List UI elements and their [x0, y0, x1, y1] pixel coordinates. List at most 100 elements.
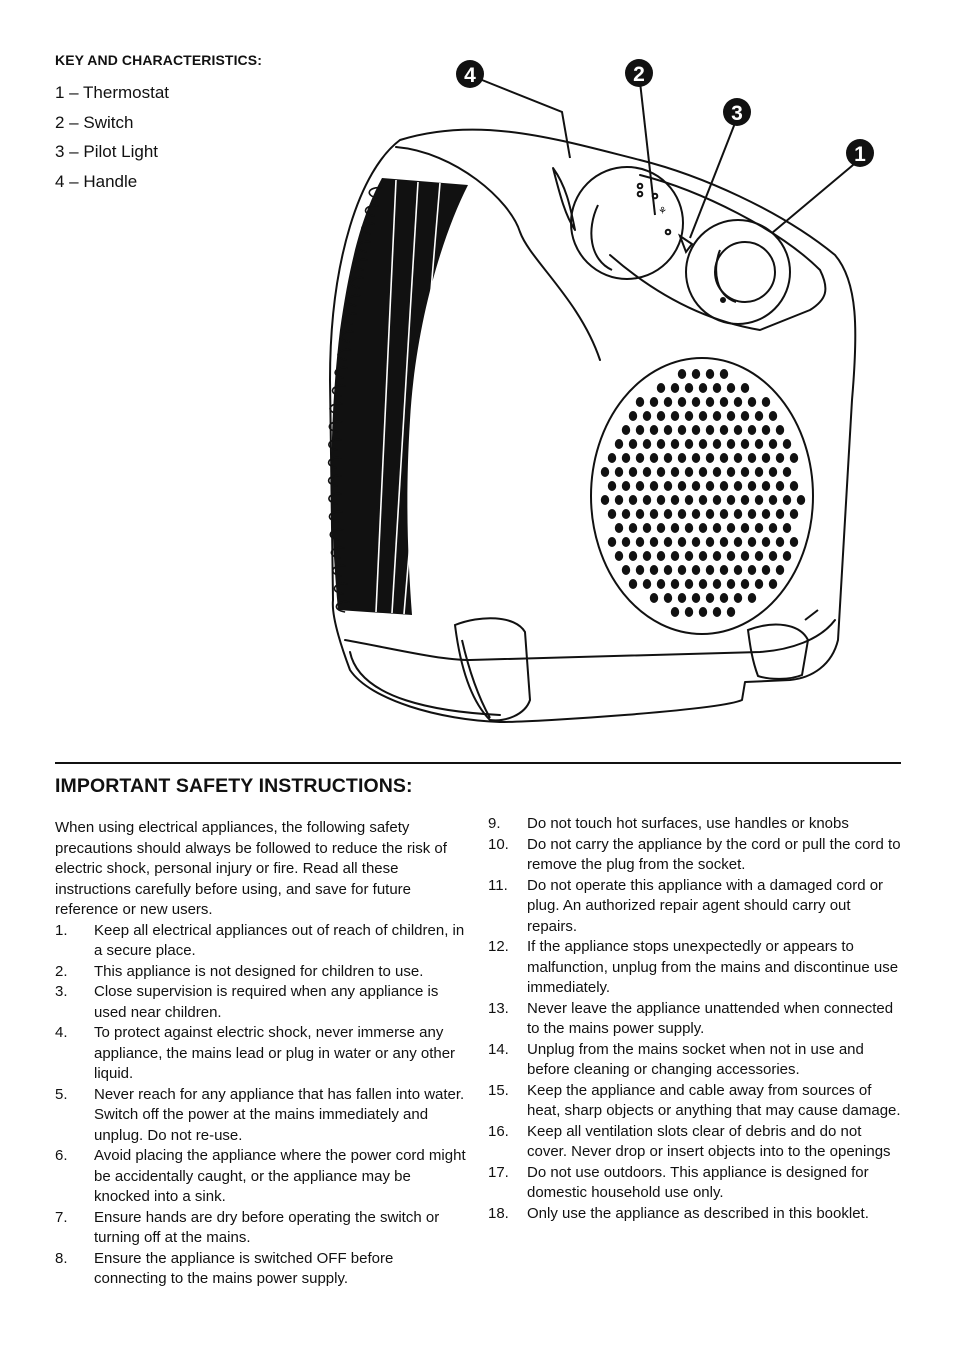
vent-dot — [635, 481, 645, 491]
vent-dot — [663, 593, 673, 603]
vent-dot — [691, 369, 701, 379]
vent-dot — [726, 607, 736, 617]
grille-fin — [357, 240, 371, 253]
vent-dot — [684, 383, 694, 393]
vent-dot — [656, 383, 666, 393]
grille-fin — [328, 492, 342, 505]
vent-dot — [698, 523, 708, 533]
heater-drawing: ⚘ 4 2 — [327, 59, 874, 723]
grille-fin — [332, 564, 346, 577]
grille-fin — [334, 366, 348, 379]
vent-dot — [740, 495, 750, 505]
vent-dot — [670, 439, 680, 449]
vent-dot — [789, 509, 799, 519]
safety-item-text: Do not operate this appliance with a dam… — [527, 876, 884, 935]
vent-dot — [670, 523, 680, 533]
heater-feet — [453, 609, 819, 722]
safety-item-number: 11. — [488, 876, 508, 894]
front-vent-grid — [590, 357, 814, 635]
vent-dot — [642, 411, 652, 421]
vent-dot — [635, 537, 645, 547]
safety-item: 4.To protect against electric shock, nev… — [55, 1023, 467, 1085]
vent-dot — [733, 509, 743, 519]
pilot-light — [677, 233, 694, 255]
vent-dot — [719, 425, 729, 435]
section-divider — [55, 762, 901, 764]
grille-fin — [346, 294, 361, 307]
vent-dot — [747, 453, 757, 463]
vent-dot — [719, 481, 729, 491]
callout-leaders — [481, 79, 860, 239]
callout-3: 3 — [723, 98, 751, 126]
vent-dot — [705, 537, 715, 547]
grille-fin — [329, 528, 344, 541]
safety-item-text: Never reach for any appliance that has f… — [94, 1085, 465, 1144]
safety-item: 7.Ensure hands are dry before operating … — [55, 1208, 467, 1249]
vent-dot — [649, 397, 659, 407]
grille-fin — [328, 510, 343, 523]
control-ridge — [609, 174, 827, 331]
vent-dot — [656, 551, 666, 561]
svg-text:⚘: ⚘ — [658, 206, 667, 217]
safety-item-number: 6. — [55, 1147, 68, 1164]
vent-dot — [726, 495, 736, 505]
safety-item-number: 7. — [55, 1208, 68, 1226]
vent-dot — [649, 509, 659, 519]
safety-item-number: 10. — [488, 835, 509, 853]
vent-dot — [614, 523, 624, 533]
vent-dot — [726, 411, 736, 421]
vent-dot — [642, 439, 652, 449]
safety-item-text: If the appliance stops unexpectedly or a… — [527, 938, 899, 996]
grille-fin — [335, 600, 350, 613]
vent-dot — [705, 425, 715, 435]
heater-top-inner — [395, 146, 601, 361]
vent-dot — [656, 439, 666, 449]
vent-dot — [775, 425, 785, 435]
safety-item-text: Keep all electrical appliances out of re… — [94, 921, 465, 960]
vent-dot — [719, 537, 729, 547]
vent-dot — [691, 453, 701, 463]
vent-dot — [782, 523, 792, 533]
safety-item-text: Close supervision is required when any a… — [94, 983, 439, 1021]
vent-dot — [656, 495, 666, 505]
grille-fin — [364, 204, 379, 217]
vent-dot — [670, 411, 680, 421]
safety-item: 3.Close supervision is required when any… — [55, 982, 467, 1023]
safety-item: 17. Do not use outdoors. This appliance i… — [488, 1163, 903, 1204]
grille-fin — [328, 438, 342, 451]
vent-dot — [719, 593, 729, 603]
safety-item: 15.Keep the appliance and cable away fro… — [488, 1081, 903, 1122]
vent-dot — [747, 509, 757, 519]
vent-dot — [719, 453, 729, 463]
key-item-thermostat: 1 – Thermostat — [55, 83, 170, 102]
vent-dot — [684, 495, 694, 505]
vent-dot — [628, 579, 638, 589]
vent-dot — [747, 425, 757, 435]
grille-fin — [343, 312, 358, 325]
vent-dot — [782, 467, 792, 477]
vent-dot — [733, 425, 743, 435]
vent-dot — [768, 439, 778, 449]
vent-dot — [761, 565, 771, 575]
vent-dot — [607, 537, 617, 547]
vent-dot — [733, 593, 743, 603]
vent-dot — [663, 425, 673, 435]
vent-dot — [789, 537, 799, 547]
grille-fin — [330, 546, 345, 559]
vent-dot — [691, 593, 701, 603]
vent-dot — [782, 551, 792, 561]
safety-item-number: 14. — [488, 1040, 509, 1058]
safety-item-text: Do not use outdoors. This appliance is d… — [527, 1163, 869, 1202]
vent-dot — [684, 439, 694, 449]
heater-illustration: ⚘ 4 2 — [300, 55, 920, 735]
vent-dot — [656, 523, 666, 533]
vent-dot — [684, 607, 694, 617]
safety-item: 2.This appliance is not designed for chi… — [55, 962, 467, 983]
vent-dot — [733, 453, 743, 463]
vent-dot — [726, 579, 736, 589]
safety-item-number: 17. — [488, 1163, 509, 1181]
vent-dot — [635, 453, 645, 463]
vent-dot — [677, 369, 687, 379]
safety-intro: When using electrical appliances, the fo… — [55, 819, 447, 918]
vent-dot — [684, 551, 694, 561]
